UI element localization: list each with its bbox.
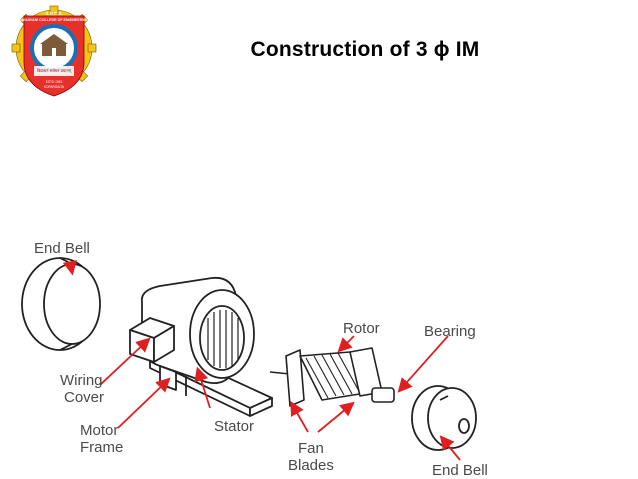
building-icon (40, 34, 68, 56)
logo-arc-text: SANJIVANI COLLEGE OF ENGINEERING (19, 18, 89, 22)
label-bearing: Bearing (424, 323, 476, 340)
label-wiring-cover-line2: Cover (64, 389, 105, 406)
logo-top-text: S.N.E.S. (45, 11, 62, 16)
logo-est: ESTD 1983 (46, 80, 63, 84)
logo-motto: विद्याधनं सर्वधनं प्रधानम् (37, 68, 72, 74)
college-logo: S.N.E.S. SANJIVANI COLLEGE OF ENGINEERIN… (8, 4, 100, 100)
label-rotor: Rotor (343, 320, 380, 337)
label-end-bell-left: End Bell (34, 240, 90, 257)
label-motor-frame-line1: Motor (80, 422, 119, 439)
end-bell-right (411, 385, 477, 451)
label-fan-blades-line1: Fan (298, 440, 324, 457)
label-stator: Stator (214, 418, 255, 435)
end-bell-left (21, 257, 101, 351)
label-end-bell-right: End Bell (432, 462, 488, 479)
label-fan-blades-line2: Blades (288, 457, 334, 474)
label-wiring-cover-line1: Wiring (60, 372, 103, 389)
label-arrows (62, 259, 461, 461)
slide-title: Construction of 3 ϕ IM (250, 38, 480, 61)
rotor (269, 347, 395, 407)
label-motor-frame-line2: Frame (80, 439, 124, 456)
logo-place: KOPARGAON (44, 85, 65, 89)
